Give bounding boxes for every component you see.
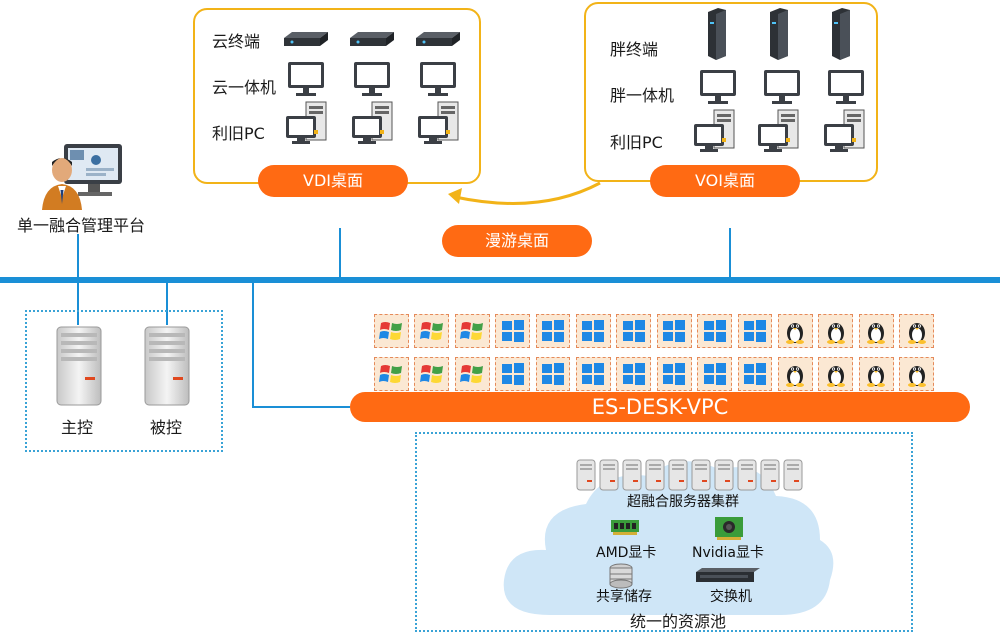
windows-10-icon (743, 320, 766, 342)
vm-tile-windows-7 (374, 314, 409, 348)
thin-client-icons (284, 32, 460, 46)
voi-row-legacy-pc-label: 利旧PC (610, 133, 663, 152)
windows-10-icon (542, 320, 564, 342)
vm-tile-windows-10 (737, 357, 773, 391)
linux-icon (867, 323, 886, 344)
linux-icon (786, 366, 805, 387)
vdi-all-in-one-icons (288, 62, 456, 96)
windows-10-icon (743, 363, 766, 385)
vm-tile-windows-10 (616, 357, 652, 391)
voi-desktop-pill: VOI桌面 (650, 165, 800, 197)
vm-tile-windows-7 (374, 357, 409, 391)
vm-tile-windows-10 (575, 314, 611, 348)
vpc-bar: ES-DESK-VPC (350, 392, 970, 422)
vm-tile-linux (858, 357, 894, 391)
windows-10-icon (622, 320, 645, 342)
vm-tile-windows-10 (737, 314, 773, 348)
vdi-row-legacy-pc-label: 利旧PC (212, 124, 265, 143)
vm-tile-windows-10 (535, 314, 571, 348)
windows-10-icon (703, 363, 726, 385)
master-server-icon (56, 326, 102, 406)
vm-tile-linux (818, 357, 854, 391)
windows-7-icon (379, 365, 403, 383)
vm-tile-windows-10 (495, 314, 531, 348)
linux-icon (786, 323, 805, 344)
linux-icon (907, 366, 926, 387)
vm-tile-windows-10 (535, 357, 571, 391)
vm-tile-windows-10 (575, 357, 611, 391)
vm-tile-windows-10 (656, 314, 692, 348)
vm-tile-linux (818, 314, 854, 348)
server-cluster-label: 超融合服务器集群 (627, 494, 739, 510)
shared-storage-icon (609, 563, 633, 589)
vm-tile-linux (899, 314, 934, 348)
nvidia-gpu-icon (715, 517, 743, 540)
linux-icon (826, 323, 845, 344)
vm-tile-windows-10 (697, 314, 733, 348)
vm-tile-linux (777, 357, 813, 391)
vdi-desktop-pill: VDI桌面 (258, 165, 408, 197)
voi-row-all-in-one-label: 胖一体机 (610, 86, 675, 105)
vm-tile-linux (858, 314, 894, 348)
vm-row (374, 357, 934, 391)
windows-10-icon (582, 363, 605, 385)
voi-legacy-pc-icons (693, 109, 865, 153)
linux-icon (867, 366, 886, 387)
vm-row (374, 314, 934, 348)
vm-tile-windows-10 (656, 357, 692, 391)
windows-7-icon (379, 322, 403, 340)
linux-icon (826, 366, 845, 387)
admin-station (38, 140, 128, 210)
linux-icon (907, 323, 926, 344)
admin-person-icon (42, 144, 122, 210)
vdi-legacy-pc-icons (286, 101, 459, 145)
resource-pool-box (415, 432, 913, 632)
server-cluster-icon (576, 459, 803, 491)
vm-tile-windows-10 (697, 357, 733, 391)
windows-10-icon (501, 363, 524, 385)
windows-10-icon (663, 363, 686, 385)
control-box (25, 310, 223, 452)
windows-10-icon (542, 363, 564, 385)
nvidia-gpu-label: Nvidia显卡 (692, 545, 765, 561)
vm-tile-linux (899, 357, 934, 391)
amd-gpu-label: AMD显卡 (596, 545, 657, 561)
vm-grid (374, 314, 934, 391)
vm-tile-windows-7 (414, 357, 450, 391)
slave-server-icon (144, 326, 190, 406)
vdi-row-all-in-one-label: 云一体机 (212, 78, 277, 97)
vm-tile-linux (777, 314, 813, 348)
amd-gpu-icon (611, 520, 639, 535)
vm-tile-windows-7 (454, 314, 490, 348)
windows-7-icon (460, 365, 484, 383)
vdi-row-thin-client-label: 云终端 (212, 32, 261, 51)
windows-10-icon (703, 320, 726, 342)
shared-storage-label: 共享储存 (596, 589, 652, 605)
windows-10-icon (663, 320, 686, 342)
windows-7-icon (460, 322, 484, 340)
network-switch-icon (696, 568, 760, 582)
switch-label: 交换机 (710, 589, 752, 605)
resource-pool-title: 统一的资源池 (630, 612, 727, 631)
vm-tile-windows-7 (454, 357, 490, 391)
voi-row-fat-client-label: 胖终端 (610, 40, 659, 59)
voi-all-in-one-icons (700, 70, 864, 104)
vm-tile-windows-10 (616, 314, 652, 348)
roaming-desktop-pill: 漫游桌面 (442, 225, 592, 257)
fat-client-icons (708, 8, 850, 60)
master-label: 主控 (61, 418, 94, 437)
windows-7-icon (419, 322, 443, 340)
slave-label: 被控 (150, 418, 183, 437)
windows-10-icon (622, 363, 645, 385)
windows-10-icon (501, 320, 524, 342)
windows-10-icon (582, 320, 605, 342)
admin-label: 单一融合管理平台 (17, 216, 146, 235)
vm-tile-windows-7 (414, 314, 450, 348)
windows-7-icon (419, 365, 443, 383)
vm-tile-windows-10 (495, 357, 531, 391)
